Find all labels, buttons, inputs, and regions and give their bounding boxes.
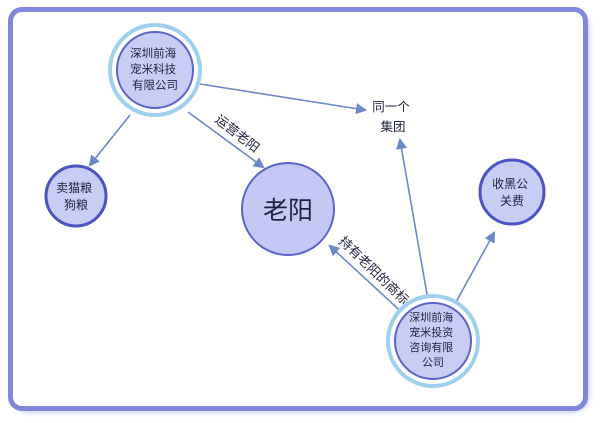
node-label-line: 咨询有限 — [409, 340, 453, 354]
node-label-line: 宠米科技 — [130, 62, 176, 76]
group-label-line: 集团 — [380, 119, 405, 134]
group-label: 同一个 集团 — [372, 99, 414, 134]
node-label-line: 公司 — [422, 356, 444, 369]
edge-company-bottom-to-group — [396, 137, 429, 301]
node-circle — [478, 158, 546, 226]
edge-company-bottom-to-lao-yang — [328, 244, 409, 319]
node-label-line: 宠米投资 — [409, 325, 453, 339]
edge-label-holds-trademark: 持有老阳的商标 — [335, 233, 412, 308]
node-lao-yang: 老阳 — [241, 162, 335, 256]
svg-text:卖猫粮 狗粮: 卖猫粮 狗粮 — [56, 180, 96, 212]
node-label-line: 老阳 — [263, 196, 313, 225]
node-label-line: 卖猫粮 — [56, 180, 92, 195]
node-label-line: 收黑公 — [492, 177, 528, 191]
node-label-line: 关费 — [500, 194, 524, 208]
node-company-top: 深圳前海 宠米科技 有限公司 — [108, 23, 202, 117]
node-label-line: 狗粮 — [64, 197, 88, 212]
node-label-line: 深圳前海 — [130, 46, 176, 60]
edge-company-top-to-lao-yang — [187, 111, 265, 169]
node-dog-food: 卖猫粮 狗粮 — [44, 164, 108, 228]
node-circle — [44, 164, 108, 228]
svg-text:深圳前海 宠米科技 有限公司: 深圳前海 宠米科技 有限公司 — [130, 46, 180, 92]
node-circle — [116, 31, 194, 109]
edges — [88, 83, 496, 319]
node-company-bottom: 深圳前海 宠米投资 咨询有限 公司 — [386, 294, 480, 388]
node-circle — [241, 162, 335, 256]
svg-text:收黑公 关费: 收黑公 关费 — [492, 177, 532, 208]
edge-company-top-to-dog-food — [88, 114, 131, 167]
edge-company-top-to-group — [199, 83, 368, 115]
edge-company-bottom-to-pr-fee — [455, 231, 496, 303]
node-circle — [394, 302, 472, 380]
node-pr-fee: 收黑公 关费 — [478, 158, 546, 226]
group-label-line: 同一个 — [372, 99, 410, 114]
svg-text:深圳前海 宠米投资 咨询有限: 深圳前海 宠米投资 咨询有限 公司 — [409, 310, 457, 369]
svg-text:老阳: 老阳 — [263, 196, 313, 225]
node-label-line: 有限公司 — [132, 78, 178, 92]
node-label-line: 深圳前海 — [409, 310, 453, 324]
